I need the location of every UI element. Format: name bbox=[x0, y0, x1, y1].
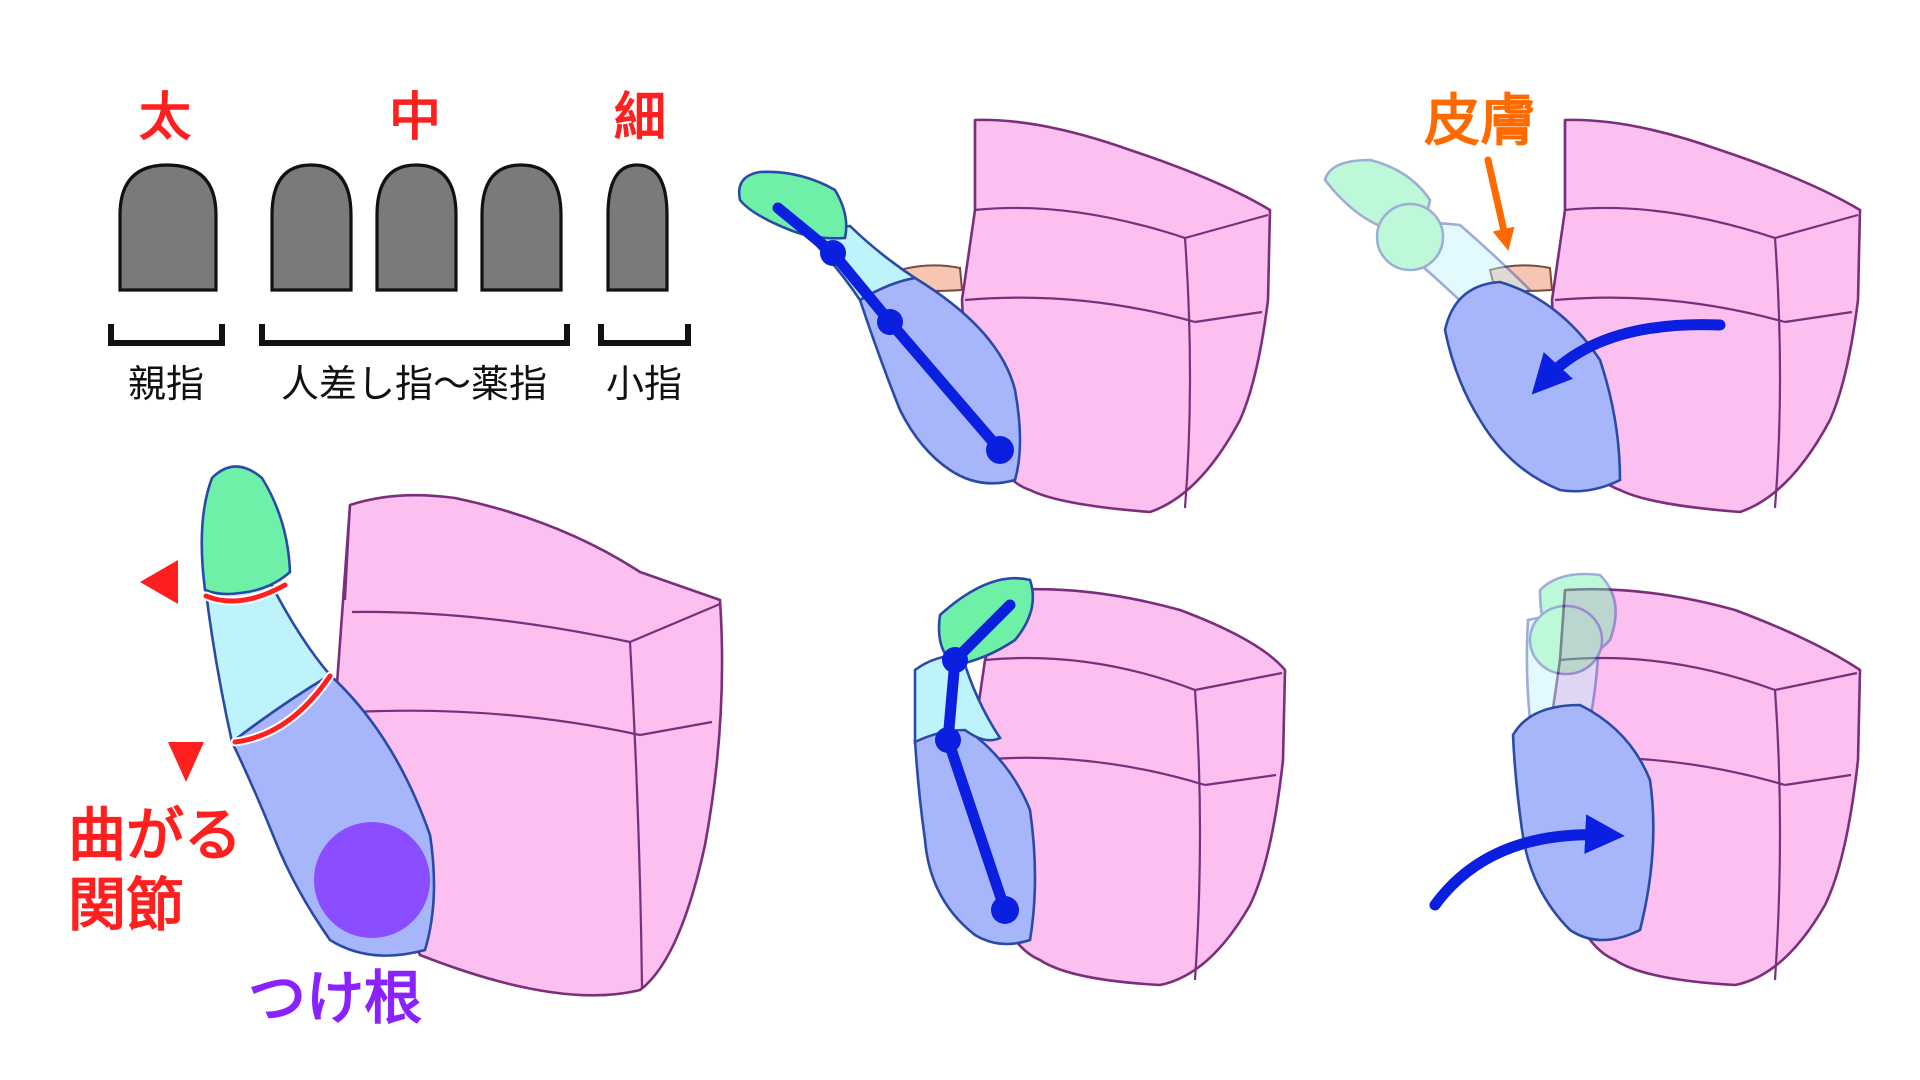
label-thin: 細 bbox=[614, 88, 666, 148]
middle-joint-marker bbox=[168, 742, 204, 782]
nail-chart: 太 中 細 親指 人差し指〜薬指 小指 bbox=[108, 88, 691, 406]
tip-joint-crease bbox=[203, 582, 288, 604]
nail-ring bbox=[480, 163, 563, 292]
bracket-index-ring bbox=[259, 324, 570, 346]
tip-joint-marker bbox=[140, 560, 178, 604]
bracket-pinky bbox=[598, 324, 691, 346]
thumb-skin-figure: 皮膚 bbox=[1323, 89, 1862, 514]
main-thumb-figure: 曲がる 関節 つけ根 bbox=[68, 465, 724, 1032]
nail-middle bbox=[375, 163, 458, 292]
label-base: つけ根 bbox=[248, 964, 422, 1032]
label-bending-joint-2: 関節 bbox=[68, 871, 184, 939]
label-index-to-ring: 人差し指〜薬指 bbox=[281, 362, 547, 406]
label-thumb: 親指 bbox=[128, 362, 204, 406]
nail-thumb bbox=[118, 163, 218, 292]
label-medium: 中 bbox=[389, 88, 441, 148]
thumb-tip-segment bbox=[200, 465, 292, 596]
label-bending-joint-1: 曲がる bbox=[68, 801, 242, 869]
label-skin: 皮膚 bbox=[1424, 89, 1536, 154]
label-pinky: 小指 bbox=[606, 362, 682, 406]
middle-joint-crease bbox=[232, 673, 333, 745]
bracket-thumb bbox=[108, 324, 225, 346]
thumb-base-marker bbox=[314, 822, 430, 938]
nail-pinky bbox=[606, 163, 669, 292]
thumb-outward-figure bbox=[1429, 572, 1862, 987]
thumb-bent-figure bbox=[913, 576, 1287, 987]
nail-index bbox=[270, 163, 353, 292]
label-thick: 太 bbox=[139, 88, 191, 148]
thumb-extended-figure bbox=[737, 118, 1272, 514]
